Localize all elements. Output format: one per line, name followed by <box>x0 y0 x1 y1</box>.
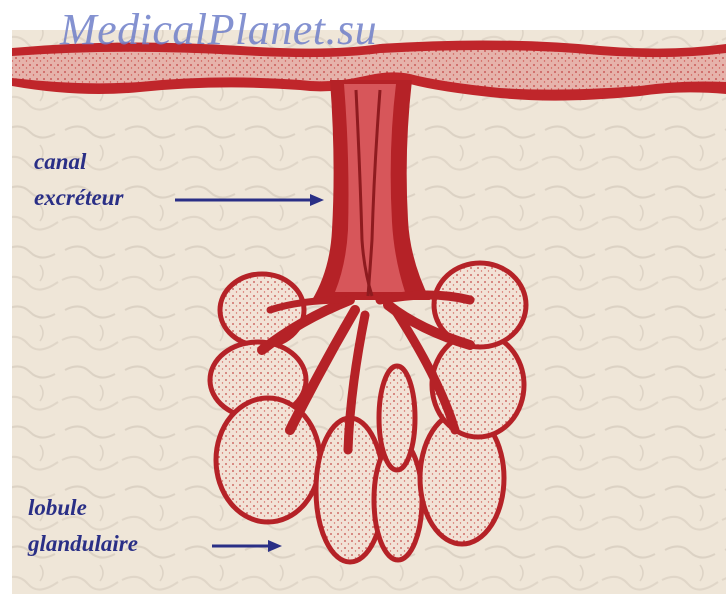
label-lobule: lobule <box>28 494 87 522</box>
label-canal: canal <box>34 148 86 176</box>
label-excreteur: excréteur <box>34 184 123 212</box>
label-glandulaire: glandulaire <box>28 530 138 558</box>
watermark-text: MedicalPlanet.su <box>60 6 377 54</box>
